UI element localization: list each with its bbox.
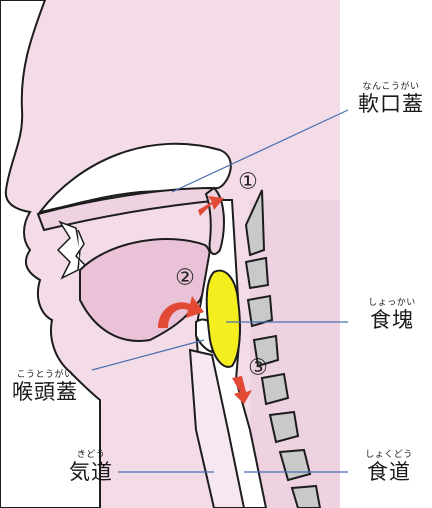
label-bolus: しょっかい 食塊 [360, 298, 424, 332]
step-1: ① [238, 170, 258, 195]
label-esophagus: しょくどう 食道 [354, 450, 424, 484]
step-3: ③ [248, 356, 268, 381]
label-soft-palate-ruby: なんこうがい [352, 82, 430, 92]
label-bolus-text: 食塊 [360, 308, 424, 332]
label-esophagus-text: 食道 [354, 460, 424, 484]
label-soft-palate: なんこうがい 軟口蓋 [352, 82, 430, 116]
label-epiglottis-text: 喉頭蓋 [6, 380, 84, 404]
label-epiglottis: こうとうがい 喉頭蓋 [6, 370, 84, 404]
label-trachea-text: 気道 [64, 460, 118, 484]
label-trachea-ruby: きどう [64, 450, 118, 460]
label-esophagus-ruby: しょくどう [354, 450, 424, 460]
label-epiglottis-ruby: こうとうがい [6, 370, 84, 380]
label-soft-palate-text: 軟口蓋 [352, 92, 430, 116]
label-bolus-ruby: しょっかい [360, 298, 424, 308]
background-right-fade [340, 0, 432, 508]
step-2: ② [175, 266, 195, 291]
label-trachea: きどう 気道 [64, 450, 118, 484]
